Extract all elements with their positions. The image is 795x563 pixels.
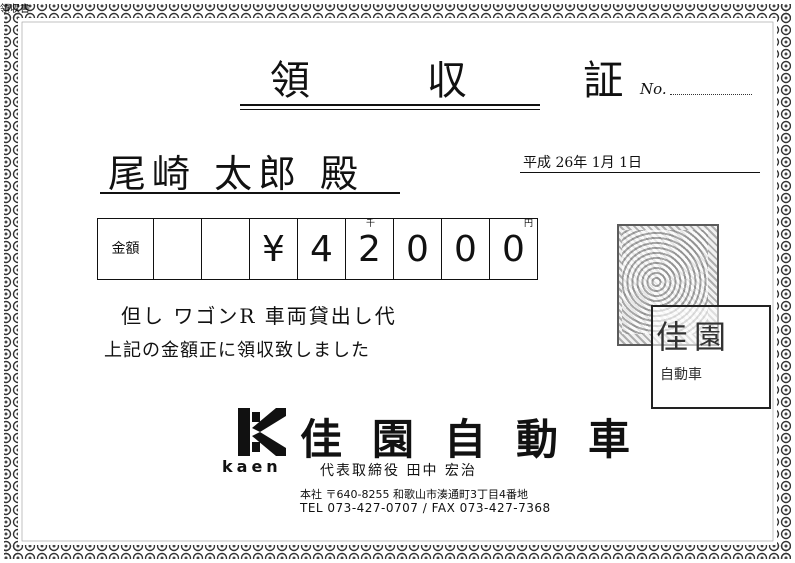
recipient-name: 尾崎 太郎 殿: [108, 152, 365, 196]
thousand-mark: 千: [366, 219, 376, 229]
recipient-underline: [100, 192, 400, 194]
amount-digit: 0: [441, 218, 490, 280]
company-name: 佳園自動車: [300, 415, 661, 464]
title-underline: [240, 104, 540, 106]
amount-digit: ¥: [249, 218, 298, 280]
amount-digit: [153, 218, 202, 280]
amount-digit: 4: [297, 218, 346, 280]
yen-mark: 円: [524, 219, 534, 229]
company-representative: 代表取締役 田中 宏治: [320, 463, 477, 479]
receipt-number-label: No.: [640, 80, 667, 98]
title-underline-thin: [240, 109, 540, 110]
amount-digit: [201, 218, 250, 280]
company-address: 本社 〒640-8255 和歌山市湊通町3丁目4番地: [300, 488, 528, 501]
kaen-logo-icon: [238, 408, 286, 456]
amount-table: 金額 ¥ 4 2 0 0 0: [97, 218, 538, 280]
seal-subtext: 自動車: [660, 367, 702, 383]
amount-digit: 0: [393, 218, 442, 280]
receipt-number-line: [670, 94, 752, 95]
amount-label: 金額: [97, 218, 154, 280]
amount-digit: 2: [345, 218, 394, 280]
company-contact: TEL 073-427-0707 / FAX 073-427-7368: [300, 501, 551, 515]
company-seal: [651, 305, 771, 409]
logo-wordmark: kaen: [222, 457, 282, 476]
corner-text: 領収書: [0, 4, 30, 15]
receipt-date: 平成 26年 1月 1日: [523, 155, 642, 171]
receipt-purpose: 但し ワゴンR 車両貸出し代: [121, 304, 397, 328]
receipt-statement: 上記の金額正に領収致しました: [104, 340, 370, 361]
date-underline: [520, 172, 760, 173]
amount-digit: 0: [489, 218, 538, 280]
seal-text: 佳園: [656, 318, 733, 356]
receipt-title: 領 収 証: [270, 58, 676, 104]
